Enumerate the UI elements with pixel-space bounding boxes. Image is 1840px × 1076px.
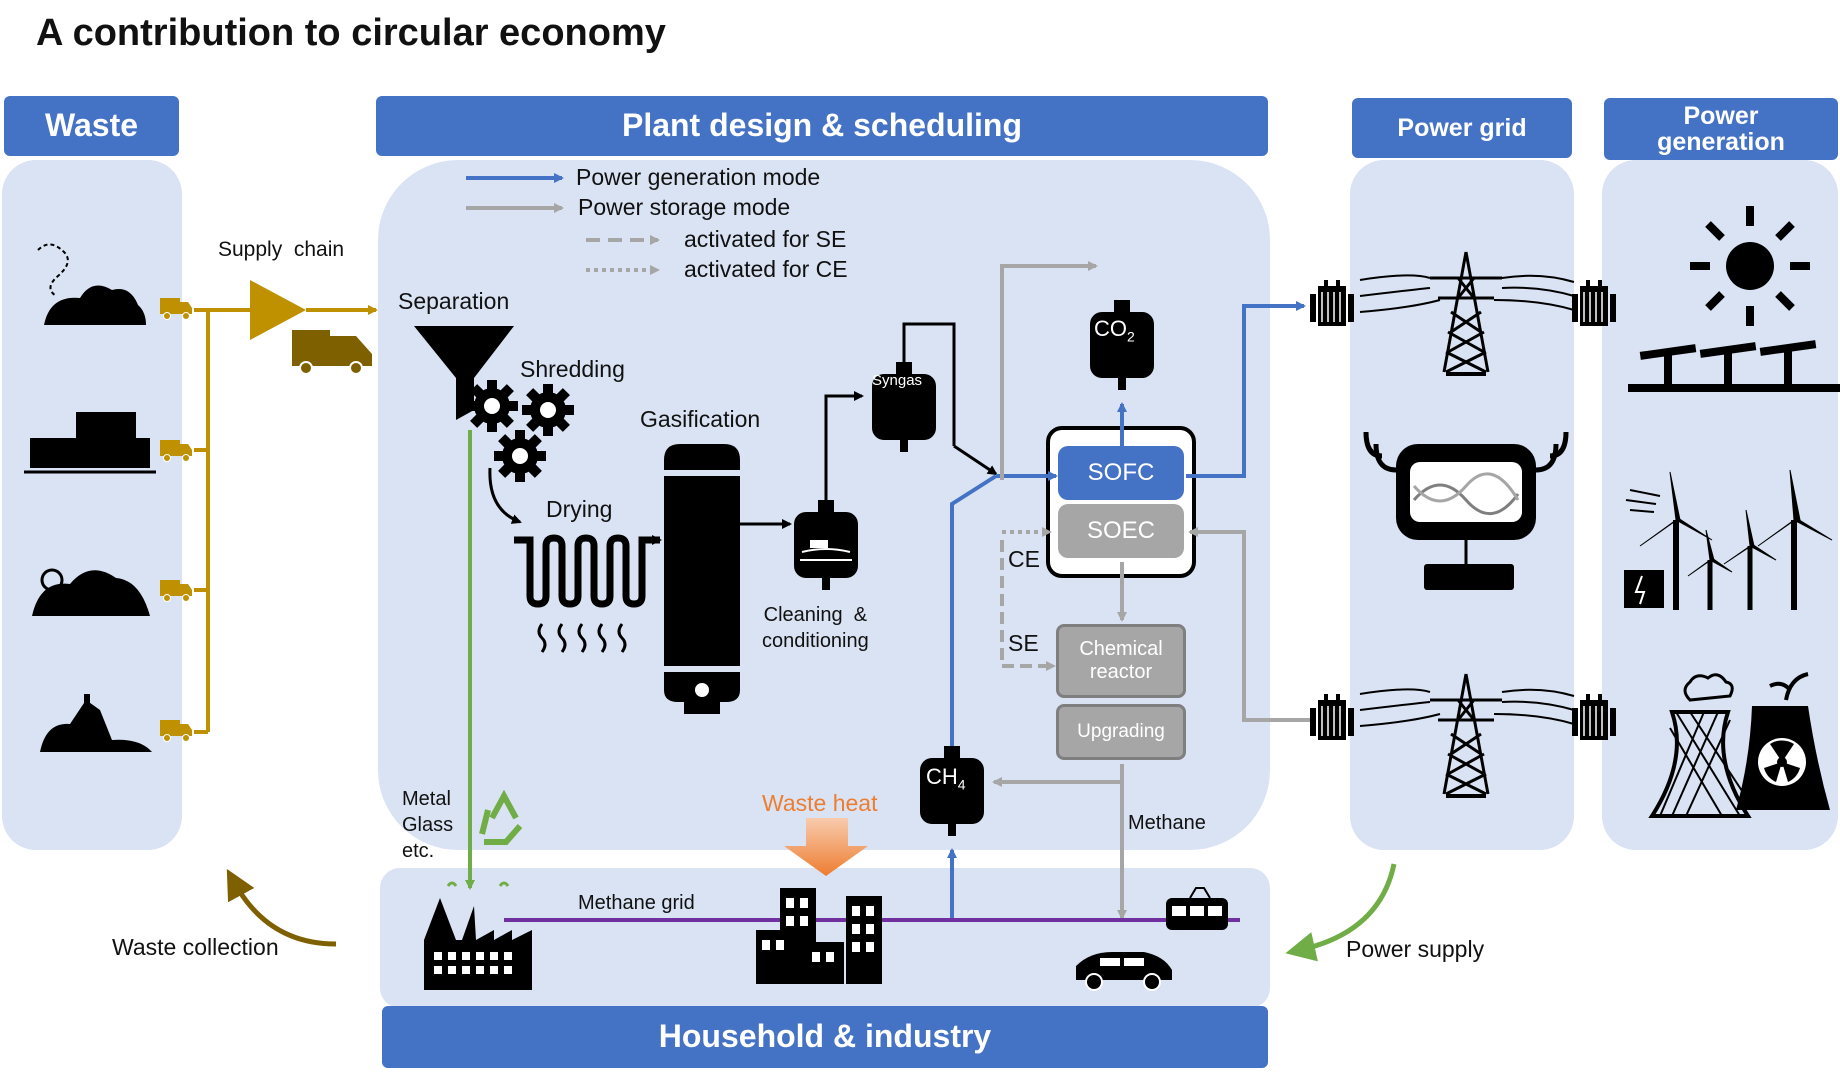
sofc-unit: SOFC [1058, 446, 1184, 500]
legend-storage-label: Power storage mode [578, 194, 791, 220]
nuclear-icon [1736, 672, 1830, 810]
gear-icon-3 [494, 430, 546, 482]
gasification-label: Gasification [640, 406, 761, 432]
storage-mode-flows [992, 261, 1312, 920]
car-icon [1076, 952, 1172, 991]
clean-to-syngas-arrow [824, 391, 864, 500]
big-garbage-truck-icon [292, 330, 372, 375]
waste-pile-icon [37, 243, 146, 325]
sun-icon [1690, 206, 1810, 326]
waste-debris-icon [40, 694, 152, 752]
factory-icon [424, 881, 532, 990]
se-label: SE [1008, 630, 1039, 656]
waste-plastic-icon [32, 568, 150, 616]
ch4-subscript: 4 [957, 776, 966, 793]
garbage-truck-icon-2 [159, 439, 193, 462]
waste-collection-arrow [226, 868, 337, 947]
plant-header: Plant design & scheduling [376, 96, 1268, 156]
co2-label: CO2 [1094, 316, 1135, 344]
recycle-icon [479, 789, 523, 845]
se-dashed-flow [1000, 540, 1056, 671]
household-header: Household & industry [382, 1006, 1268, 1068]
transformer-icon-4 [1571, 693, 1617, 741]
dryer-coil-icon [514, 534, 660, 608]
cooling-tower-icon [1648, 673, 1752, 818]
garbage-truck-icon-3 [159, 579, 193, 602]
heat-waves-icon [537, 623, 627, 653]
garbage-truck-icon-4 [159, 719, 193, 742]
cleaning-bag-icon [794, 500, 858, 590]
generation-mode-flows [947, 301, 1306, 920]
supply-chain-lines [194, 305, 378, 734]
co2-subscript: 2 [1127, 328, 1135, 345]
gasifier-icon [664, 444, 740, 714]
tram-icon [1166, 887, 1228, 930]
metal-glass-label: Metal Glass etc. [402, 788, 454, 862]
waste-furniture-icon [24, 412, 156, 474]
upgrading-unit: Upgrading [1056, 704, 1186, 760]
power-supply-arrow [1285, 863, 1397, 962]
methane-grid-label: Methane grid [578, 892, 695, 914]
monitor-icon [1363, 431, 1569, 590]
legend-ce-label: activated for CE [684, 256, 848, 282]
ch4-text: CH [926, 764, 958, 789]
waste-header: Waste [4, 96, 179, 156]
transformer-icon-2 [1571, 279, 1617, 327]
cleaning-label: Cleaning & conditioning [762, 604, 869, 652]
co2-bag-icon [1090, 300, 1154, 390]
wind-turbine-icon [1624, 469, 1833, 610]
power-grid-header: Power grid [1352, 98, 1572, 158]
power-tower-icon-2 [1428, 672, 1504, 798]
ch4-label: CH4 [926, 764, 966, 792]
buildings-icon [756, 888, 882, 984]
shredding-label: Shredding [520, 356, 625, 382]
waste-heat-arrow [784, 818, 868, 876]
supply-chain-triangle [250, 280, 306, 340]
co2-text: CO [1094, 316, 1127, 341]
garbage-truck-icon-1 [159, 297, 193, 320]
legend-se-label: activated for SE [684, 226, 847, 252]
separation-label: Separation [398, 288, 510, 314]
power-tower-icon-1 [1428, 250, 1504, 376]
ce-label: CE [1008, 546, 1040, 572]
methane-label: Methane [1128, 812, 1206, 834]
supply-chain-label: Supply chain [218, 238, 345, 261]
diagram-title: A contribution to circular economy [36, 12, 666, 54]
waste-heat-label: Waste heat [762, 790, 878, 816]
power-generation-header: Power generation [1604, 98, 1838, 160]
solar-panel-icon [1628, 340, 1840, 392]
gear-icon-2 [522, 384, 574, 436]
transformer-icon-1 [1309, 279, 1355, 327]
funnel-icon [414, 326, 514, 420]
syngas-label: Syngas [872, 372, 923, 389]
soec-unit: SOEC [1058, 504, 1184, 558]
waste-collection-label: Waste collection [112, 934, 279, 960]
gear-icon-1 [466, 380, 518, 432]
shred-to-dry-arrow [488, 467, 522, 524]
power-lines [1359, 274, 1575, 727]
power-supply-label: Power supply [1346, 936, 1485, 962]
drying-label: Drying [546, 496, 613, 522]
legend-generation-label: Power generation mode [576, 164, 821, 190]
syngas-top-pipe [902, 322, 956, 446]
transformer-icon-3 [1309, 693, 1355, 741]
chemical-reactor-unit: Chemical reactor [1056, 624, 1186, 698]
